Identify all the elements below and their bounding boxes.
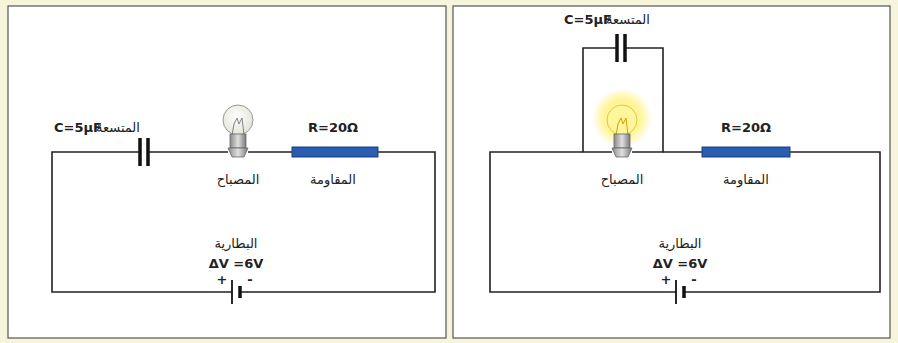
terminal-sign: + — [217, 272, 228, 288]
component-name: المقاومة — [310, 172, 356, 188]
wire — [490, 48, 880, 292]
component-name: المصباح — [217, 172, 260, 188]
wire — [52, 152, 435, 292]
component-name: المصباح — [601, 172, 644, 188]
component-value: R=20Ω — [308, 120, 358, 136]
component-name: البطارية — [215, 236, 258, 252]
terminal-sign: - — [691, 272, 696, 288]
battery-symbol — [232, 280, 240, 304]
capacitor-symbol — [140, 138, 148, 166]
terminal-sign: - — [247, 272, 252, 288]
component-value: R=20Ω — [721, 120, 771, 136]
component-value: ΔV =6V — [209, 256, 264, 272]
resistor-symbol — [702, 147, 790, 157]
capacitor-symbol — [617, 34, 625, 62]
component-value: C=5μF — [54, 120, 102, 136]
terminal-sign: + — [661, 272, 672, 288]
component-name: البطارية — [659, 236, 702, 252]
battery-symbol — [676, 280, 684, 304]
panel-frame — [453, 6, 890, 338]
resistor-symbol — [292, 147, 378, 157]
component-name: المقاومة — [723, 172, 769, 188]
component-name: المتسعة — [96, 120, 140, 136]
glowing-bulb-symbol — [592, 88, 652, 157]
component-name: المتسعة — [606, 12, 650, 28]
panel-frame — [8, 6, 446, 338]
component-value: ΔV =6V — [653, 256, 708, 272]
bulb-symbol — [223, 105, 253, 157]
component-value: C=5μF — [564, 12, 612, 28]
